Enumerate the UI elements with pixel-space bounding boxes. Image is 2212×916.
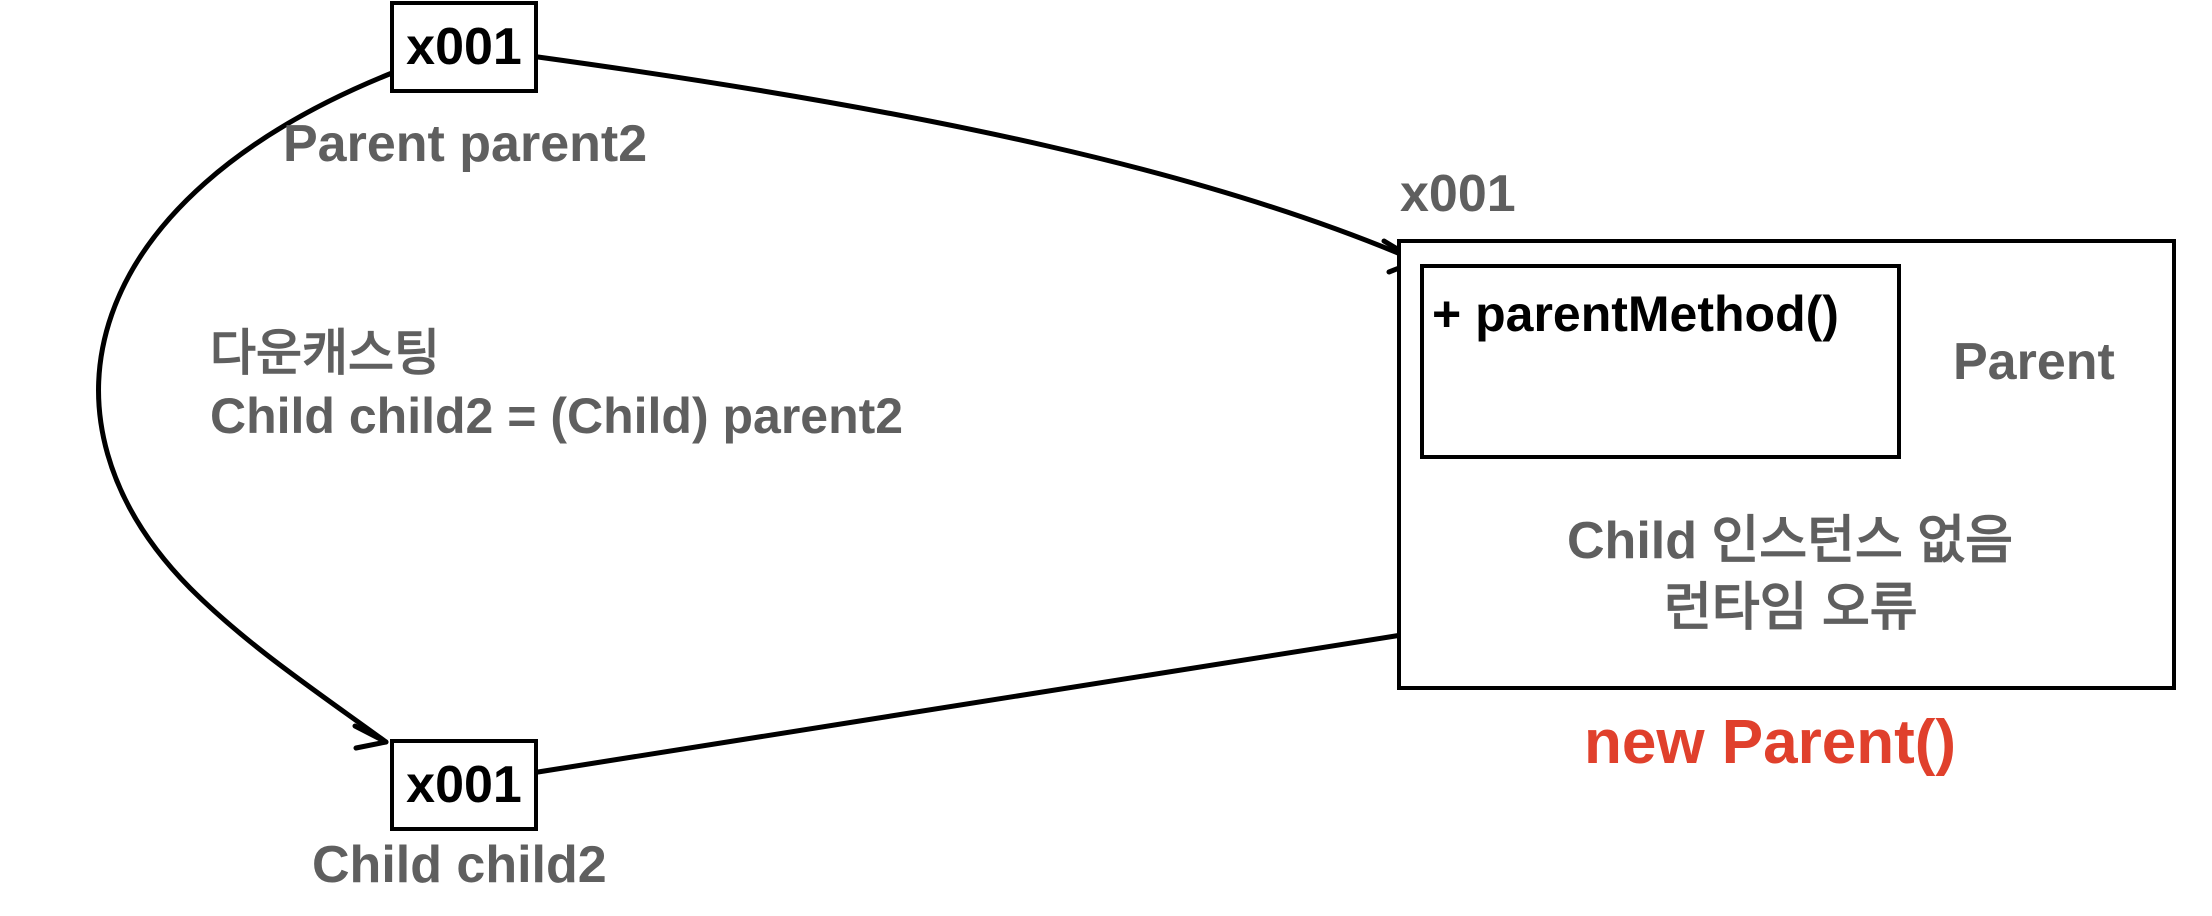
parent-reference-address: x001 <box>406 18 522 76</box>
parent-method-text: + parentMethod() <box>1432 286 1839 342</box>
parent-reference-arrow <box>535 54 1420 264</box>
child-reference-label: Child child2 <box>312 836 607 894</box>
child-reference-address: x001 <box>406 756 522 814</box>
parent-reference-address-box: x001 <box>390 1 538 93</box>
parent-method-box: + parentMethod() <box>1420 264 1901 459</box>
runtime-error-description: Child 인스턴스 없음 <box>1567 512 2013 570</box>
parent-reference-label: Parent parent2 <box>283 115 648 173</box>
object-address-label: x001 <box>1400 165 1516 223</box>
runtime-error-title: 런타임 오류 <box>1664 579 1918 637</box>
downcast-arrowhead <box>352 723 389 751</box>
child-reference-address-box: x001 <box>390 739 538 831</box>
downcasting-code: Child child2 = (Child) parent2 <box>210 388 904 444</box>
parent-object-box: + parentMethod() Parent Child 인스턴스 없음 런타… <box>1397 239 2176 690</box>
downcasting-title: 다운캐스팅 <box>210 325 440 381</box>
parent-class-name: Parent <box>1953 333 2115 391</box>
new-parent-label: new Parent() <box>1584 708 1957 777</box>
